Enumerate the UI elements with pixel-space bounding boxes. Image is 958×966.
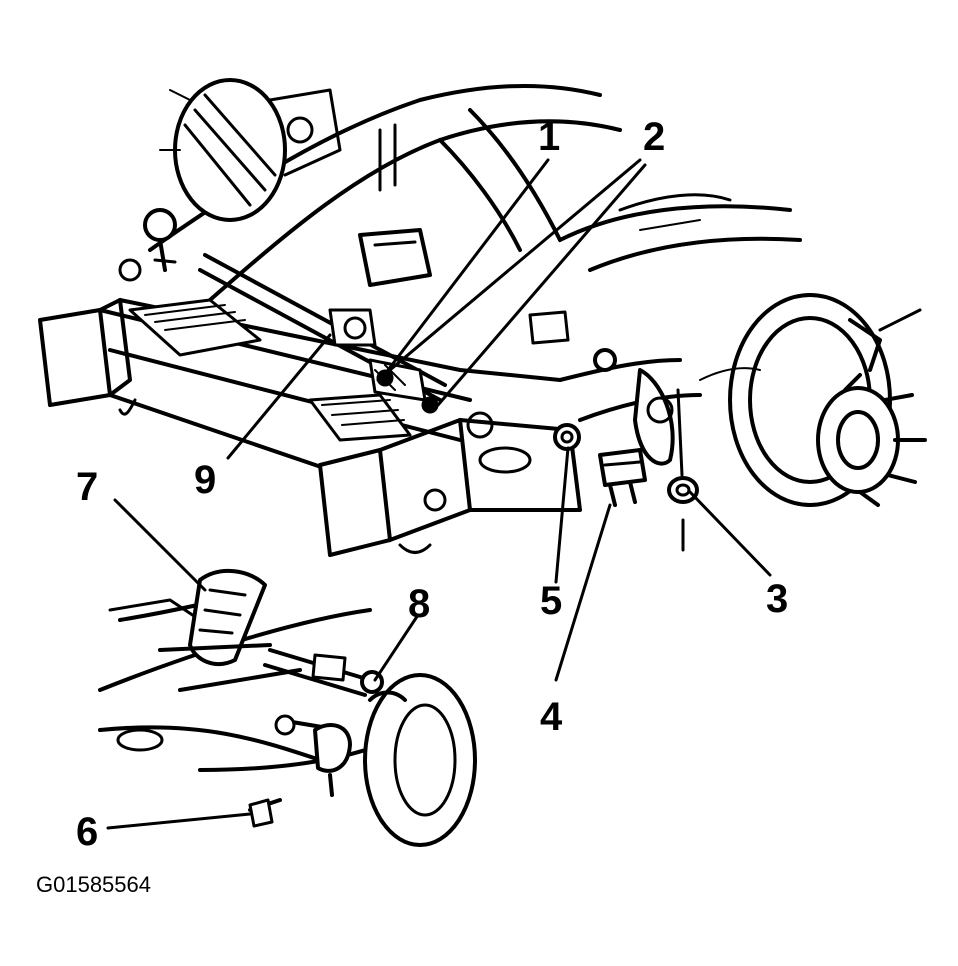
leader-lines — [106, 158, 772, 830]
callout-2: 2 — [643, 115, 665, 159]
nut-5 — [553, 423, 581, 451]
callout-1: 1 — [538, 115, 560, 159]
inset-bracket — [158, 568, 302, 692]
figure-id: G01585564 — [36, 872, 151, 897]
callout-5: 5 — [540, 579, 562, 623]
callout-4: 4 — [540, 695, 563, 739]
callout-6: 6 — [76, 810, 98, 854]
callouts: 1 2 3 4 5 6 7 8 9 — [76, 115, 788, 854]
inset-tie-rod-end — [248, 723, 352, 828]
inset-tie-rod — [263, 648, 384, 736]
steering-linkage — [118, 208, 447, 414]
ball-joint — [598, 448, 647, 507]
stud-line — [676, 388, 684, 477]
front-crossmember — [38, 298, 582, 557]
brake-rotor-hub — [699, 293, 927, 507]
callout-9: 9 — [194, 458, 216, 502]
brake-booster — [159, 78, 342, 222]
callout-7: 7 — [76, 465, 98, 509]
callout-3: 3 — [766, 577, 788, 621]
callout-8: 8 — [408, 582, 430, 626]
engine-mount — [358, 228, 570, 345]
nut-3 — [667, 476, 699, 552]
inset-rotor — [363, 673, 477, 847]
steering-knuckle — [558, 348, 702, 466]
